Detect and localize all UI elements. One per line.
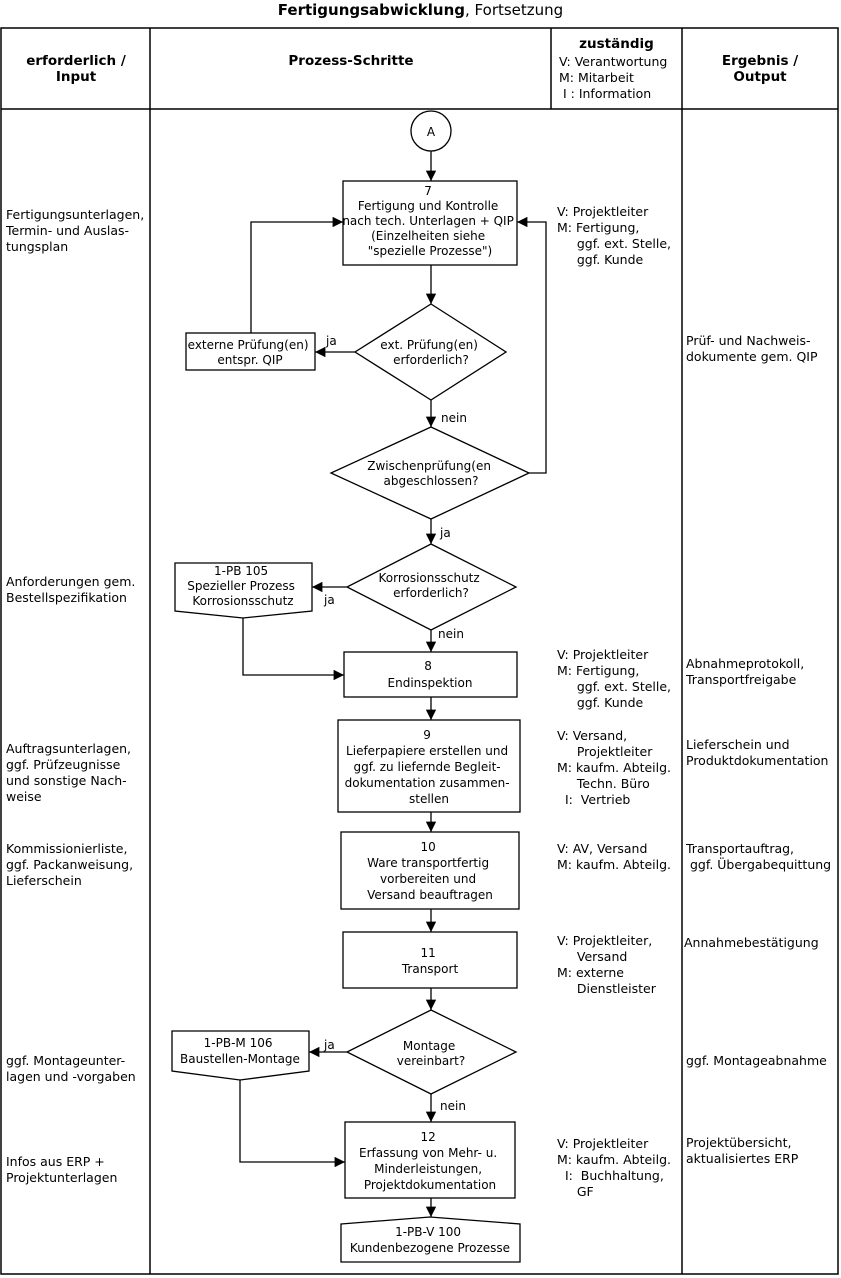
- input-step-9: Auftragsunterlagen, ggf. Prüfzeugnisse u…: [6, 741, 132, 804]
- pbv100-text: 1-PB-V 100 Kundenbezogene Prozesse: [350, 1225, 510, 1255]
- resp-step-12: V: Projektleiter M: kaufm. Abteilg. I: B…: [557, 1136, 672, 1199]
- label-ja-korr: ja: [323, 593, 335, 607]
- label-nein-mont: nein: [440, 1099, 466, 1113]
- label-ja-ext: ja: [325, 334, 337, 348]
- header-input-line1: erforderlich /: [26, 53, 126, 69]
- input-step-10: Kommissionierliste, ggf. Packanweisung, …: [6, 841, 134, 888]
- ext-pruef-text: externe Prüfung(en) entspr. QIP: [188, 338, 313, 367]
- resp-step-8: V: Projektleiter M: Fertigung, ggf. ext.…: [557, 647, 672, 710]
- pb105-doc-shape: [174, 562, 313, 619]
- table-grid: [0, 27, 839, 1275]
- output-step-10: Transportauftrag, ggf. Übergabequittung: [686, 841, 832, 872]
- label-nein-korr: nein: [438, 627, 464, 641]
- input-montage: ggf. Montageunter- lagen und -vorgaben: [6, 1053, 136, 1084]
- decision-zw-text: Zwischenprüfung(en abgeschlossen?: [367, 459, 495, 488]
- step-12-text: 12 Erfassung von Mehr- u. Minderleistung…: [359, 1130, 501, 1192]
- arrow-dzw-back: [517, 216, 547, 474]
- resp-step-9: V: Versand, Projektleiter M: kaufm. Abte…: [557, 728, 672, 807]
- header-responsible-title: zuständig: [579, 36, 654, 52]
- title-rest: , Fortsetzung: [465, 1, 564, 19]
- output-step-11: Annahmebestätigung: [684, 935, 819, 950]
- resp-step-7: V: Projektleiter M: Fertigung, ggf. ext.…: [557, 204, 672, 267]
- header-process: Prozess-Schritte: [152, 30, 550, 92]
- decision-mont-text: Montage vereinbart?: [397, 1039, 465, 1068]
- step-11-text: 11 Transport: [401, 946, 459, 976]
- step-7-text: 7 Fertigung und Kontrolle nach tech. Unt…: [342, 184, 517, 258]
- output-montage: ggf. Montageabnahme: [686, 1053, 827, 1068]
- title-bold: Fertigungsabwicklung: [277, 1, 466, 19]
- decision-ext-text: ext. Prüfung(en) erforderlich?: [380, 338, 481, 367]
- header-process-label: Prozess-Schritte: [288, 53, 414, 69]
- label-ja-zw: ja: [439, 526, 451, 540]
- pbm106-doc-shape: [171, 1030, 310, 1081]
- label-nein-ext: nein: [441, 411, 467, 425]
- step-9-text: 9 Lieferpapiere erstellen und ggf. zu li…: [345, 728, 514, 806]
- resp-step-10: V: AV, Versand M: kaufm. Abteilg.: [557, 841, 672, 872]
- step-9-box: [337, 719, 521, 813]
- output-step-12: Projektübersicht, aktualisiertes ERP: [686, 1135, 799, 1166]
- input-korrosion: Anforderungen gem. Bestellspezifikation: [6, 574, 136, 605]
- legend-m: M: Mitarbeit: [559, 70, 634, 85]
- pbv100-doc-shape: [340, 1216, 521, 1263]
- decision-ext-shape: [353, 303, 508, 401]
- header-input: erforderlich / Input: [3, 30, 149, 108]
- arrow-extpruef-back: [250, 216, 343, 333]
- step-10-text: 10 Ware transportfertig vorbereiten und …: [367, 840, 493, 902]
- pbm106-text: 1-PB-M 106 Baustellen-Montage: [180, 1036, 300, 1066]
- step-8-text: 8 Endinspektion: [388, 659, 473, 690]
- legend-i: I : Information: [559, 86, 652, 101]
- table-border: [0, 27, 839, 1275]
- decision-zw-shape: [329, 426, 531, 520]
- arrow-pb105-to-8: [242, 618, 344, 681]
- label-ja-mont: ja: [323, 1038, 335, 1052]
- step-8-box: [343, 651, 518, 698]
- header-responsible: zuständig V: Verantwortung M: Mitarbeit …: [552, 30, 681, 114]
- arrow-pbm106-to-12: [239, 1080, 345, 1168]
- decision-korr-text: Korrosionsschutz erforderlich?: [378, 571, 483, 600]
- pb105-text: 1-PB 105 Spezieller Prozess Korrosionssc…: [187, 564, 298, 608]
- header-output-line1: Ergebnis /: [721, 53, 799, 69]
- step-10-box: [340, 831, 520, 910]
- resp-step-11: V: Projektleiter, Versand M: externe Die…: [557, 933, 656, 996]
- output-ext-pruef: Prüf- und Nachweis- dokumente gem. QIP: [686, 333, 818, 364]
- input-step-7: Fertigungsunterlagen, Termin- und Auslas…: [6, 207, 145, 254]
- connector-a-label: A: [427, 125, 436, 139]
- header-output-line2: Output: [733, 69, 787, 85]
- output-step-9: Lieferschein und Produktdokumentation: [686, 737, 829, 768]
- step-12-box: [344, 1121, 516, 1199]
- input-step-12: Infos aus ERP + Projektunterlagen: [6, 1154, 118, 1185]
- step-7-box: [342, 180, 518, 266]
- page-title: Fertigungsabwicklung, Fortsetzung: [0, 0, 841, 26]
- output-step-8: Abnahmeprotokoll, Transportfreigabe: [686, 656, 805, 687]
- step-11-box: [342, 931, 518, 989]
- legend-v: V: Verantwortung: [559, 54, 668, 69]
- header-input-line2: Input: [55, 69, 97, 85]
- header-output: Ergebnis / Output: [683, 30, 837, 108]
